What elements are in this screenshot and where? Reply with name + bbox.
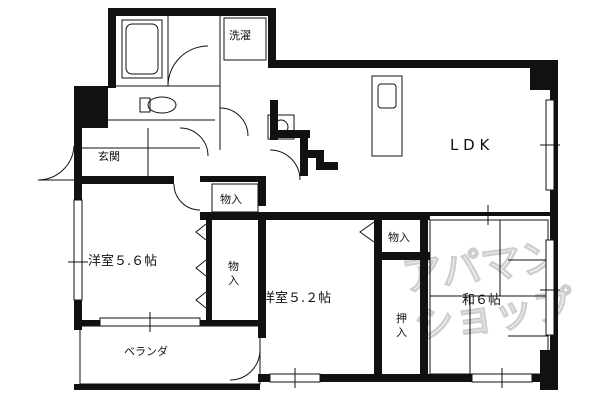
room-label-ldk: L D K bbox=[450, 136, 490, 154]
room-label-oshiire: 押 入 bbox=[396, 311, 407, 339]
room-label-storage-hall: 物入 bbox=[220, 192, 242, 206]
room1-window bbox=[73, 199, 83, 301]
veranda-door-swing bbox=[229, 349, 261, 381]
room-label-storage-room1: 物 入 bbox=[228, 259, 239, 287]
toilet-tank bbox=[139, 97, 151, 113]
room-label-entrance: 玄関 bbox=[98, 149, 120, 163]
room1-door-swing bbox=[173, 183, 201, 211]
room-label-veranda: ベランダ bbox=[124, 344, 168, 358]
toilet-bowl bbox=[147, 96, 177, 114]
bathtub bbox=[121, 19, 163, 79]
kitchen-counter bbox=[371, 75, 403, 157]
fixtures bbox=[37, 16, 560, 388]
room-label-storage-room2: 物入 bbox=[388, 230, 410, 244]
washroom-door-swing bbox=[219, 107, 249, 137]
japanese-room-window bbox=[545, 239, 555, 336]
bath-door-swing bbox=[167, 45, 209, 87]
entrance-door-swing bbox=[37, 145, 75, 181]
oshiire-line: 入 bbox=[396, 326, 407, 339]
storage-room1-line: 入 bbox=[228, 274, 239, 287]
ldk-door-swing bbox=[269, 149, 301, 181]
veranda-area bbox=[79, 325, 261, 385]
toilet-door-swing bbox=[179, 127, 209, 157]
storage-room1-line: 物 bbox=[228, 259, 239, 273]
room-label-western-2: 洋室５.２帖 bbox=[262, 290, 331, 306]
oshiire-line: 押 bbox=[396, 311, 407, 325]
sink-icon bbox=[377, 83, 397, 109]
room-label-japanese: 和６帖 bbox=[462, 293, 501, 308]
room-label-western-1: 洋室５.６帖 bbox=[88, 253, 157, 269]
room-label-laundry: 洗濯 bbox=[229, 29, 251, 42]
washbasin bbox=[267, 114, 295, 140]
